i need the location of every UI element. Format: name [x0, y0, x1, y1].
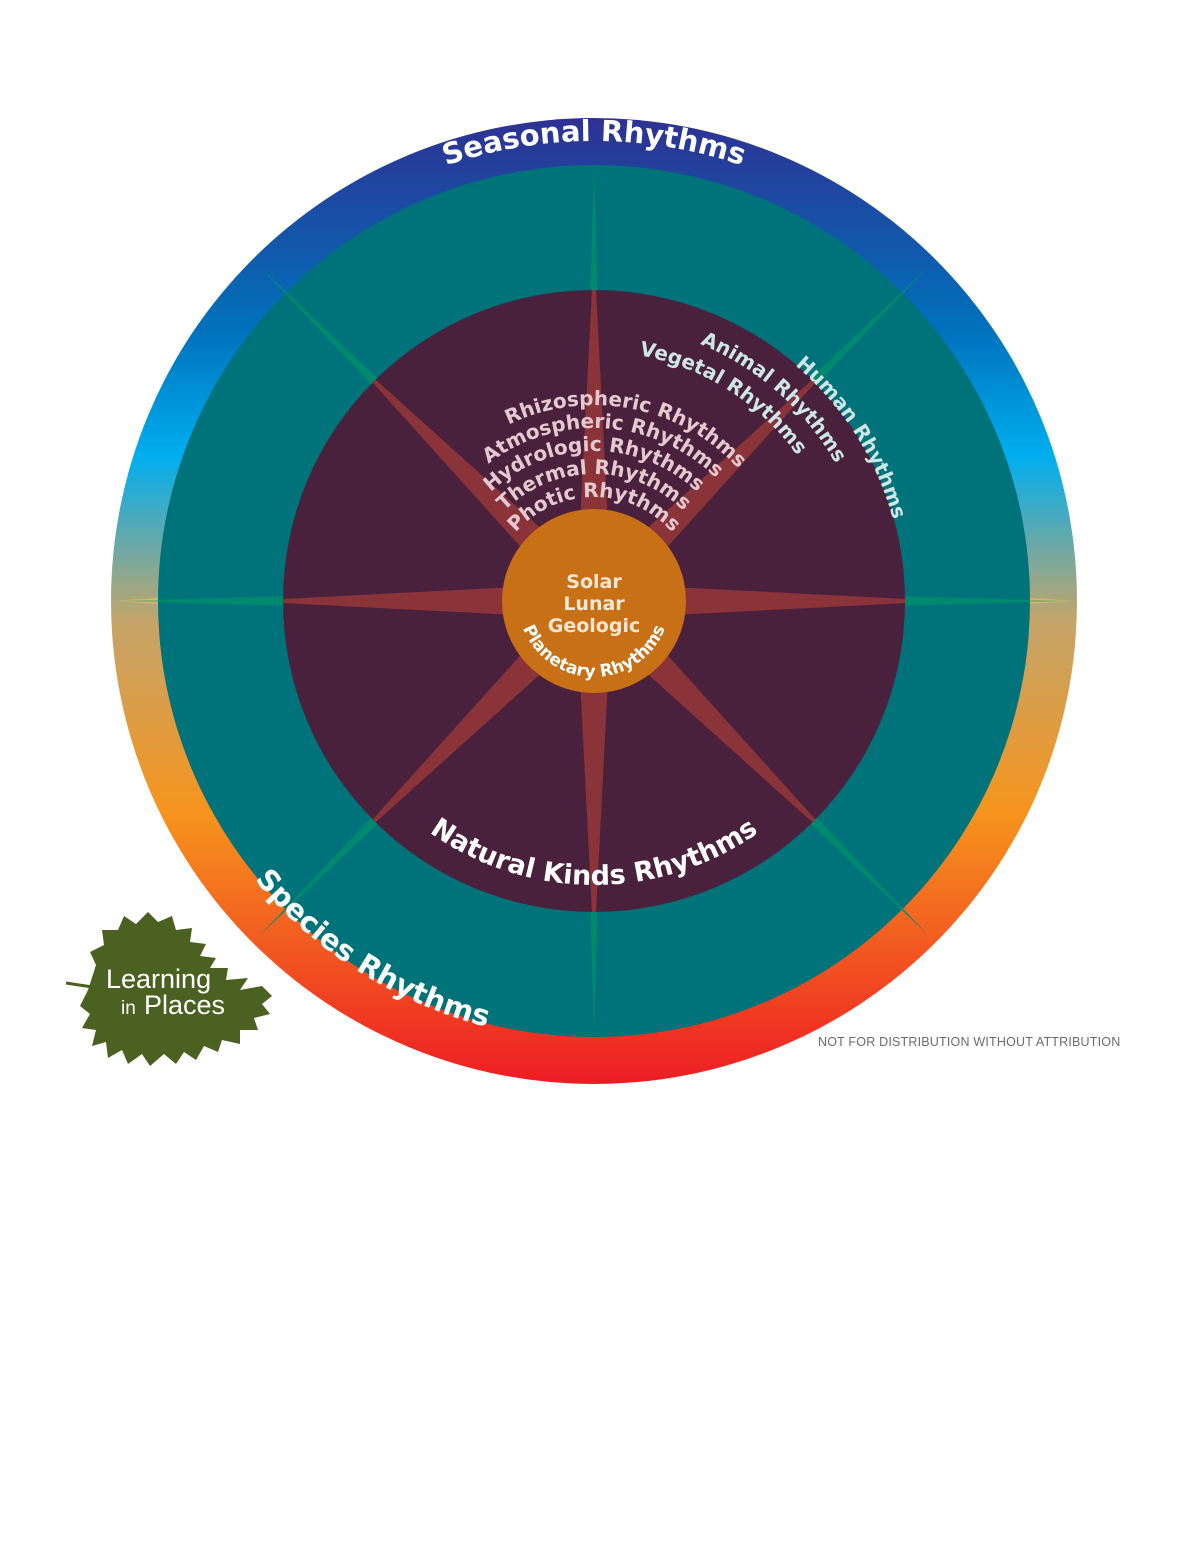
logo-places-text: Places — [144, 990, 225, 1020]
core-solar-label: Solar — [566, 571, 622, 593]
core-lunar-label: Lunar — [563, 593, 625, 615]
core-geologic-label: Geologic — [548, 615, 640, 637]
rim-ray-highlights — [112, 598, 1076, 604]
logo-learning-text: Learning — [106, 964, 211, 994]
distribution-notice: NOT FOR DISTRIBUTION WITHOUT ATTRIBUTION — [818, 1035, 1121, 1049]
planetary-core — [502, 509, 686, 693]
leaf-icon — [80, 912, 272, 1066]
logo-in-text: in — [121, 998, 136, 1019]
learning-in-places-logo: Learning in Places — [65, 912, 272, 1066]
